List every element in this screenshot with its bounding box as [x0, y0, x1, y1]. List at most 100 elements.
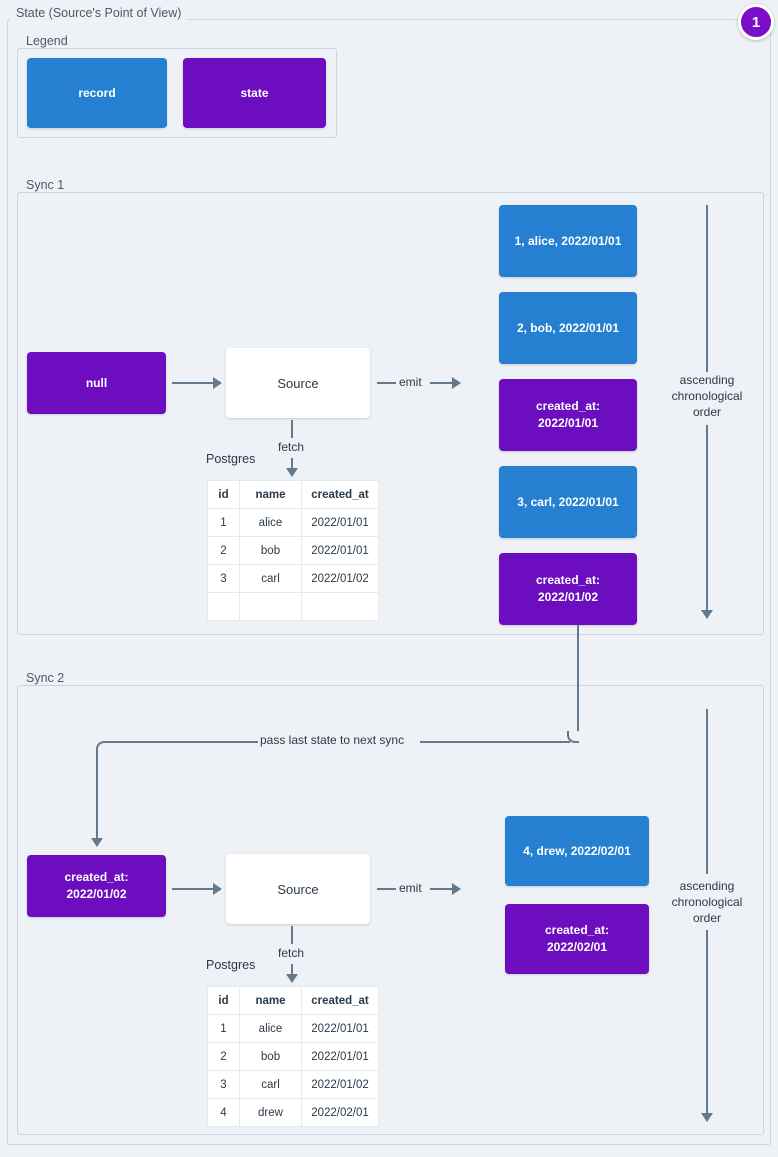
pass-state-corner-left: [96, 741, 108, 753]
sync1-emitted-state-1: created_at: 2022/01/01: [499, 379, 637, 451]
step-badge[interactable]: 1: [738, 4, 774, 40]
cell-created-at: [301, 592, 379, 621]
sync2-emitted-state-1-text: created_at: 2022/02/01: [545, 922, 609, 956]
sync2-state-to-source-line: [172, 888, 214, 890]
sync1-label: Sync 1: [20, 178, 71, 192]
sync1-emitted-record-1: 1, alice, 2022/01/01: [499, 205, 637, 277]
sync1-emit-label: emit: [396, 375, 425, 390]
pass-state-label: pass last state to next sync: [257, 733, 408, 748]
table-row: 2 bob 2022/01/01: [207, 1042, 379, 1071]
sync2-fetch-label: fetch: [275, 946, 308, 961]
cell-created-at: 2022/01/01: [301, 508, 379, 537]
pass-state-line-down-left: [96, 752, 98, 840]
sync1-fetch-line-lower: [291, 458, 293, 470]
pass-state-line-right: [420, 741, 570, 743]
sync2-order-axis-lower: [706, 930, 708, 1115]
sync1-emitted-state-1-text: created_at: 2022/01/01: [536, 398, 600, 432]
sync1-source-node: Source: [226, 348, 370, 418]
sync1-state-to-source-line: [172, 382, 214, 384]
axis-label-line-1: ascending: [679, 373, 735, 387]
state-key: created_at:: [535, 573, 601, 587]
cell-name: [239, 592, 302, 621]
state-value: 2022/01/02: [537, 590, 599, 604]
sync2-emit-label: emit: [396, 881, 425, 896]
state-key: created_at:: [544, 923, 610, 937]
pass-state-line-left: [106, 741, 258, 743]
legend-swatch-state: state: [183, 58, 326, 128]
state-key: created_at:: [535, 399, 601, 413]
sync2-input-state: created_at: 2022/01/02: [27, 855, 166, 917]
axis-label-line-1: ascending: [679, 879, 735, 893]
table-row: 4 drew 2022/02/01: [207, 1098, 379, 1127]
state-value: 2022/02/01: [546, 940, 608, 954]
table-header-row: id name created_at: [207, 480, 379, 509]
sync1-order-axis-arrowhead: [701, 610, 713, 619]
cell-id: [207, 592, 240, 621]
sync1-postgres-table: id name created_at 1 alice 2022/01/01 2 …: [207, 480, 379, 621]
cell-id: 3: [207, 1070, 240, 1099]
cell-id: 3: [207, 564, 240, 593]
sync1-emitted-record-2: 2, bob, 2022/01/01: [499, 292, 637, 364]
sync2-source-to-emit-line-left: [377, 888, 397, 890]
column-header-id: id: [207, 986, 240, 1015]
sync1-fetch-line-upper: [291, 420, 293, 438]
column-header-id: id: [207, 480, 240, 509]
table-row: 2 bob 2022/01/01: [207, 536, 379, 565]
table-row: 1 alice 2022/01/01: [207, 508, 379, 537]
sync1-order-axis-upper: [706, 205, 708, 373]
sync1-fetch-label: fetch: [275, 440, 308, 455]
cell-created-at: 2022/01/01: [301, 1014, 379, 1043]
sync2-source-to-emit-line-right: [430, 888, 454, 890]
sync1-order-axis-label: ascending chronological order: [660, 372, 754, 420]
cell-created-at: 2022/02/01: [301, 1098, 379, 1127]
sync2-emit-arrowhead: [452, 883, 461, 895]
cell-id: 4: [207, 1098, 240, 1127]
sync1-source-to-emit-line-left: [377, 382, 397, 384]
state-value: 2022/01/02: [66, 887, 127, 901]
cell-name: bob: [239, 536, 302, 565]
table-row: [207, 592, 379, 621]
axis-label-line-2: chronological: [671, 895, 743, 909]
sync2-db-label: Postgres: [206, 958, 256, 972]
cell-created-at: 2022/01/01: [301, 536, 379, 565]
sync1-source-to-emit-line-right: [430, 382, 454, 384]
sync2-source-node: Source: [226, 854, 370, 924]
axis-label-line-2: chronological: [671, 389, 743, 403]
sync2-emitted-record-1: 4, drew, 2022/02/01: [505, 816, 649, 886]
cell-name: drew: [239, 1098, 302, 1127]
cell-name: alice: [239, 508, 302, 537]
cell-created-at: 2022/01/01: [301, 1042, 379, 1071]
cell-name: bob: [239, 1042, 302, 1071]
cell-name: carl: [239, 1070, 302, 1099]
sync2-postgres-table: id name created_at 1 alice 2022/01/01 2 …: [207, 986, 379, 1127]
axis-label-line-3: order: [692, 405, 721, 419]
sync1-emitted-record-3: 3, carl, 2022/01/01: [499, 466, 637, 538]
sync2-fetch-arrowhead: [286, 974, 298, 983]
cell-created-at: 2022/01/02: [301, 564, 379, 593]
state-value: 2022/01/01: [537, 416, 599, 430]
sync1-order-axis-lower: [706, 425, 708, 612]
sync1-state-to-source-arrowhead: [213, 377, 222, 389]
pass-state-corner-right: [567, 731, 579, 743]
cell-created-at: 2022/01/02: [301, 1070, 379, 1099]
cell-id: 2: [207, 536, 240, 565]
sync1-fetch-arrowhead: [286, 468, 298, 477]
sync2-input-state-text: created_at: 2022/01/02: [64, 869, 128, 903]
sync2-order-axis-arrowhead: [701, 1113, 713, 1122]
axis-label-line-3: order: [692, 911, 721, 925]
sync1-emitted-state-2-text: created_at: 2022/01/02: [536, 572, 600, 606]
column-header-created-at: created_at: [301, 480, 379, 509]
legend-swatch-record: record: [27, 58, 167, 128]
column-header-created-at: created_at: [301, 986, 379, 1015]
sync2-order-axis-label: ascending chronological order: [660, 878, 754, 926]
sync2-emitted-state-1: created_at: 2022/02/01: [505, 904, 649, 974]
table-header-row: id name created_at: [207, 986, 379, 1015]
table-row: 3 carl 2022/01/02: [207, 564, 379, 593]
sync1-emitted-state-2: created_at: 2022/01/02: [499, 553, 637, 625]
sync2-label: Sync 2: [20, 671, 71, 685]
sync1-db-label: Postgres: [206, 452, 256, 466]
legend-label: Legend: [20, 34, 74, 48]
cell-id: 1: [207, 1014, 240, 1043]
cell-name: carl: [239, 564, 302, 593]
sync2-order-axis-upper: [706, 709, 708, 874]
